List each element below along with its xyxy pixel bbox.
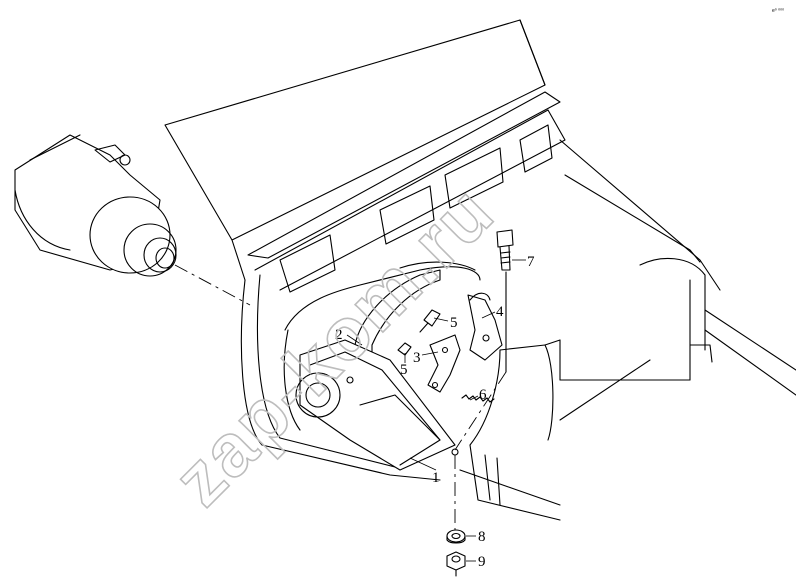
callout-8: 8 bbox=[478, 529, 486, 545]
callout-7: 7 bbox=[527, 254, 535, 270]
blower-motor bbox=[14, 134, 251, 306]
callout-5b: 5 bbox=[400, 362, 408, 378]
callouts: 1 2 3 4 5 5 6 7 8 9 bbox=[335, 254, 535, 570]
callout-1: 1 bbox=[432, 470, 440, 486]
actuator-clip bbox=[467, 292, 503, 361]
callout-3: 3 bbox=[413, 350, 421, 366]
leader-lines bbox=[346, 259, 526, 562]
bolt bbox=[454, 229, 514, 530]
nut bbox=[446, 551, 466, 577]
callout-5a: 5 bbox=[450, 315, 458, 331]
air-flap bbox=[295, 339, 459, 471]
washer bbox=[446, 529, 466, 544]
callout-9: 9 bbox=[478, 554, 486, 570]
heater-housing bbox=[164, 19, 796, 521]
spring bbox=[461, 394, 495, 403]
corner-mark: e⁰ ⁰⁰⁰ bbox=[772, 8, 784, 14]
callout-6: 6 bbox=[479, 387, 487, 403]
screws bbox=[397, 309, 441, 356]
callout-2: 2 bbox=[335, 327, 343, 343]
callout-4: 4 bbox=[496, 304, 504, 320]
lever bbox=[427, 334, 461, 393]
